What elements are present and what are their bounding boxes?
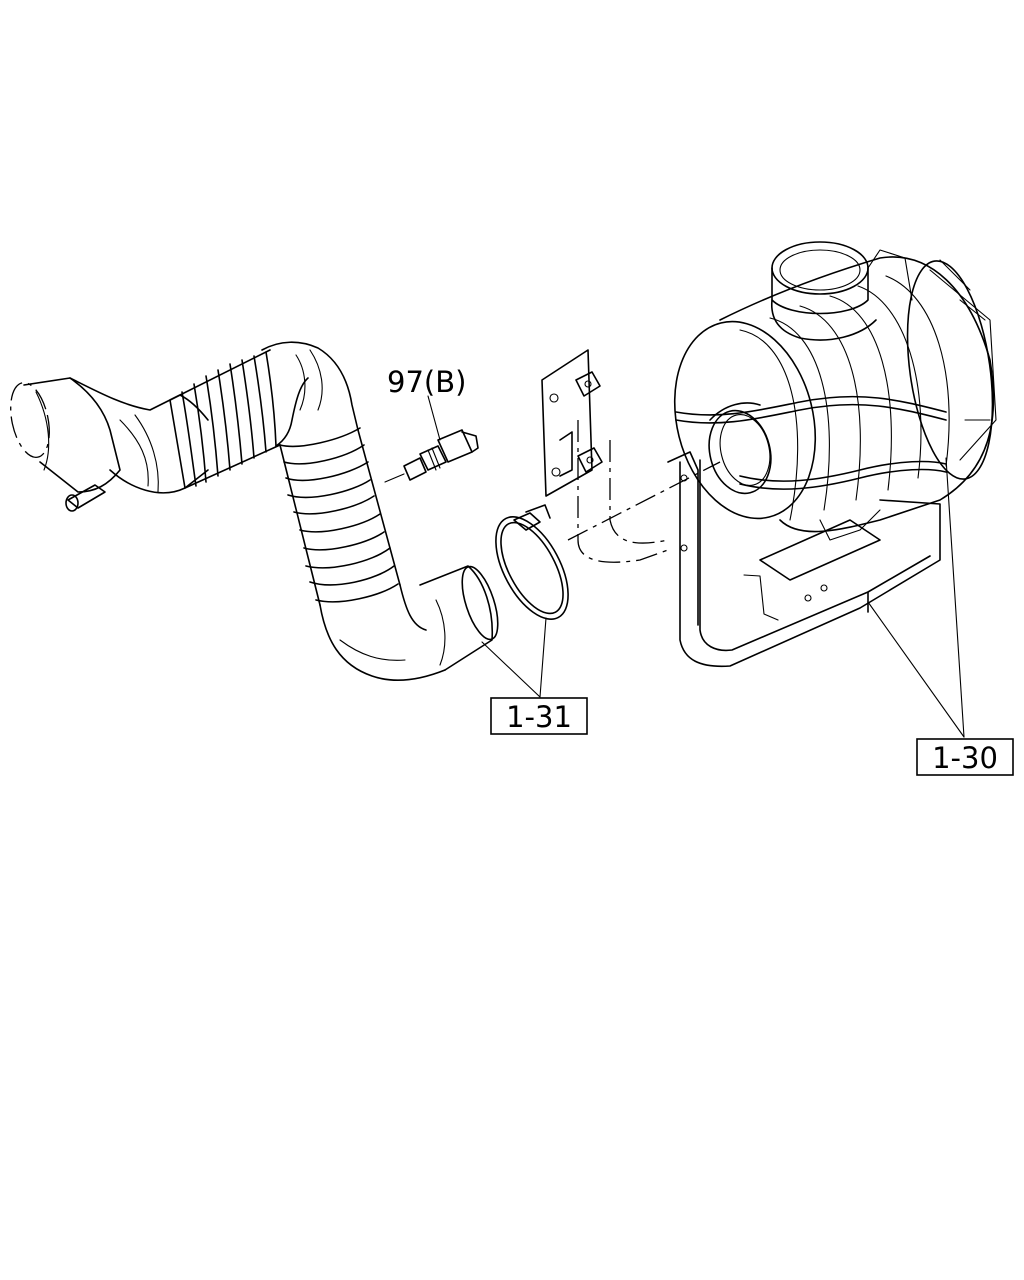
corrugated-section — [169, 349, 281, 489]
mounting-bracket — [541, 349, 669, 563]
label-97b: 97(B) — [387, 365, 466, 399]
air-intake-hose — [10, 341, 499, 682]
air-cleaner — [667, 241, 997, 668]
hose-clamp — [495, 504, 569, 620]
vertical-hose-section — [279, 427, 401, 606]
leaders — [481, 457, 965, 738]
label-1-30: 1-30 — [932, 741, 998, 775]
inlet-nipple — [65, 484, 106, 512]
sensor-97b — [384, 429, 479, 483]
callout-box-1-31: 1-31 — [490, 697, 588, 735]
callout-box-1-30: 1-30 — [916, 738, 1014, 776]
label-1-31: 1-31 — [506, 700, 572, 734]
leader-97b — [427, 395, 441, 441]
